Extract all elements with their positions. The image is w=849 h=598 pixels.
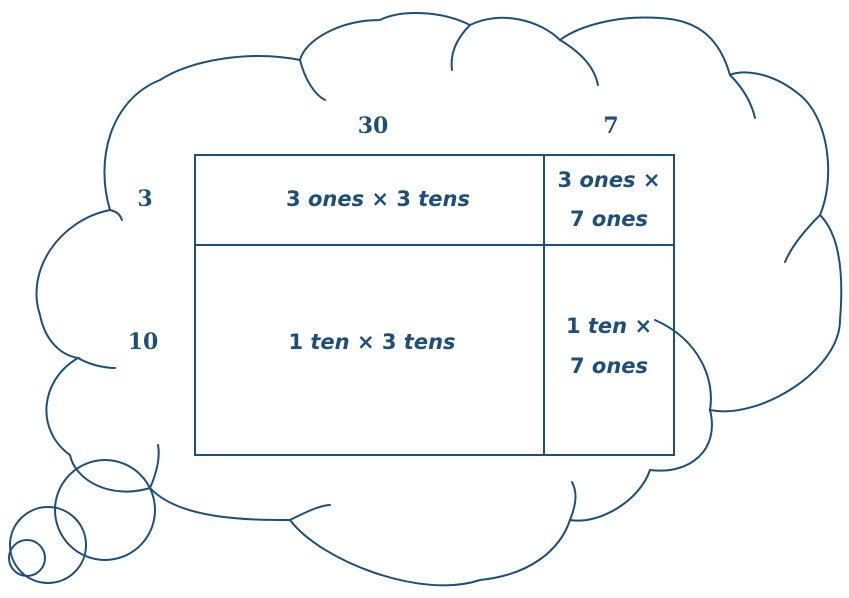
cell-r2c1-expression: 1 ten × 3 tens	[288, 330, 455, 354]
cell-r2c2-line2: 7 ones	[570, 354, 648, 378]
trail-circle-small	[8, 539, 46, 577]
cloud-inner-arc-6	[654, 319, 712, 411]
area-model-outer	[194, 154, 675, 456]
cloud-inner-arc-10	[77, 357, 116, 369]
thought-cloud	[35, 12, 843, 587]
cloud-inner-arc-5	[784, 214, 821, 263]
cell-r1c1-expression: 3 ones × 3 tens	[286, 187, 470, 211]
cloud-inner-arc-3	[559, 39, 599, 86]
cloud-inner-arc-2	[450, 24, 471, 71]
row-label-tens: 10	[128, 329, 159, 355]
cloud-inner-arc-7	[569, 481, 577, 521]
cell-r1c2-line1: 3 ones ×	[558, 168, 661, 192]
cloud-inner-arc-9	[149, 444, 160, 489]
thought-trail	[8, 459, 156, 584]
cell-r2c2-line1: 1 ten ×	[566, 314, 652, 338]
area-model	[194, 154, 675, 456]
cloud-outline	[35, 12, 843, 587]
cloud-inner-arc-11	[109, 209, 123, 221]
trail-circle-medium	[9, 506, 87, 584]
column-label-ones: 7	[603, 113, 618, 139]
row-label-ones: 3	[137, 186, 152, 212]
cloud-inner-arc-8	[289, 504, 331, 521]
cloud-inner-arc-4	[729, 74, 756, 119]
column-label-tens: 30	[358, 113, 389, 139]
cell-r1c2-line2: 7 ones	[570, 207, 648, 231]
cloud-inner-arc-1	[299, 59, 326, 101]
trail-circle-large	[54, 459, 156, 561]
